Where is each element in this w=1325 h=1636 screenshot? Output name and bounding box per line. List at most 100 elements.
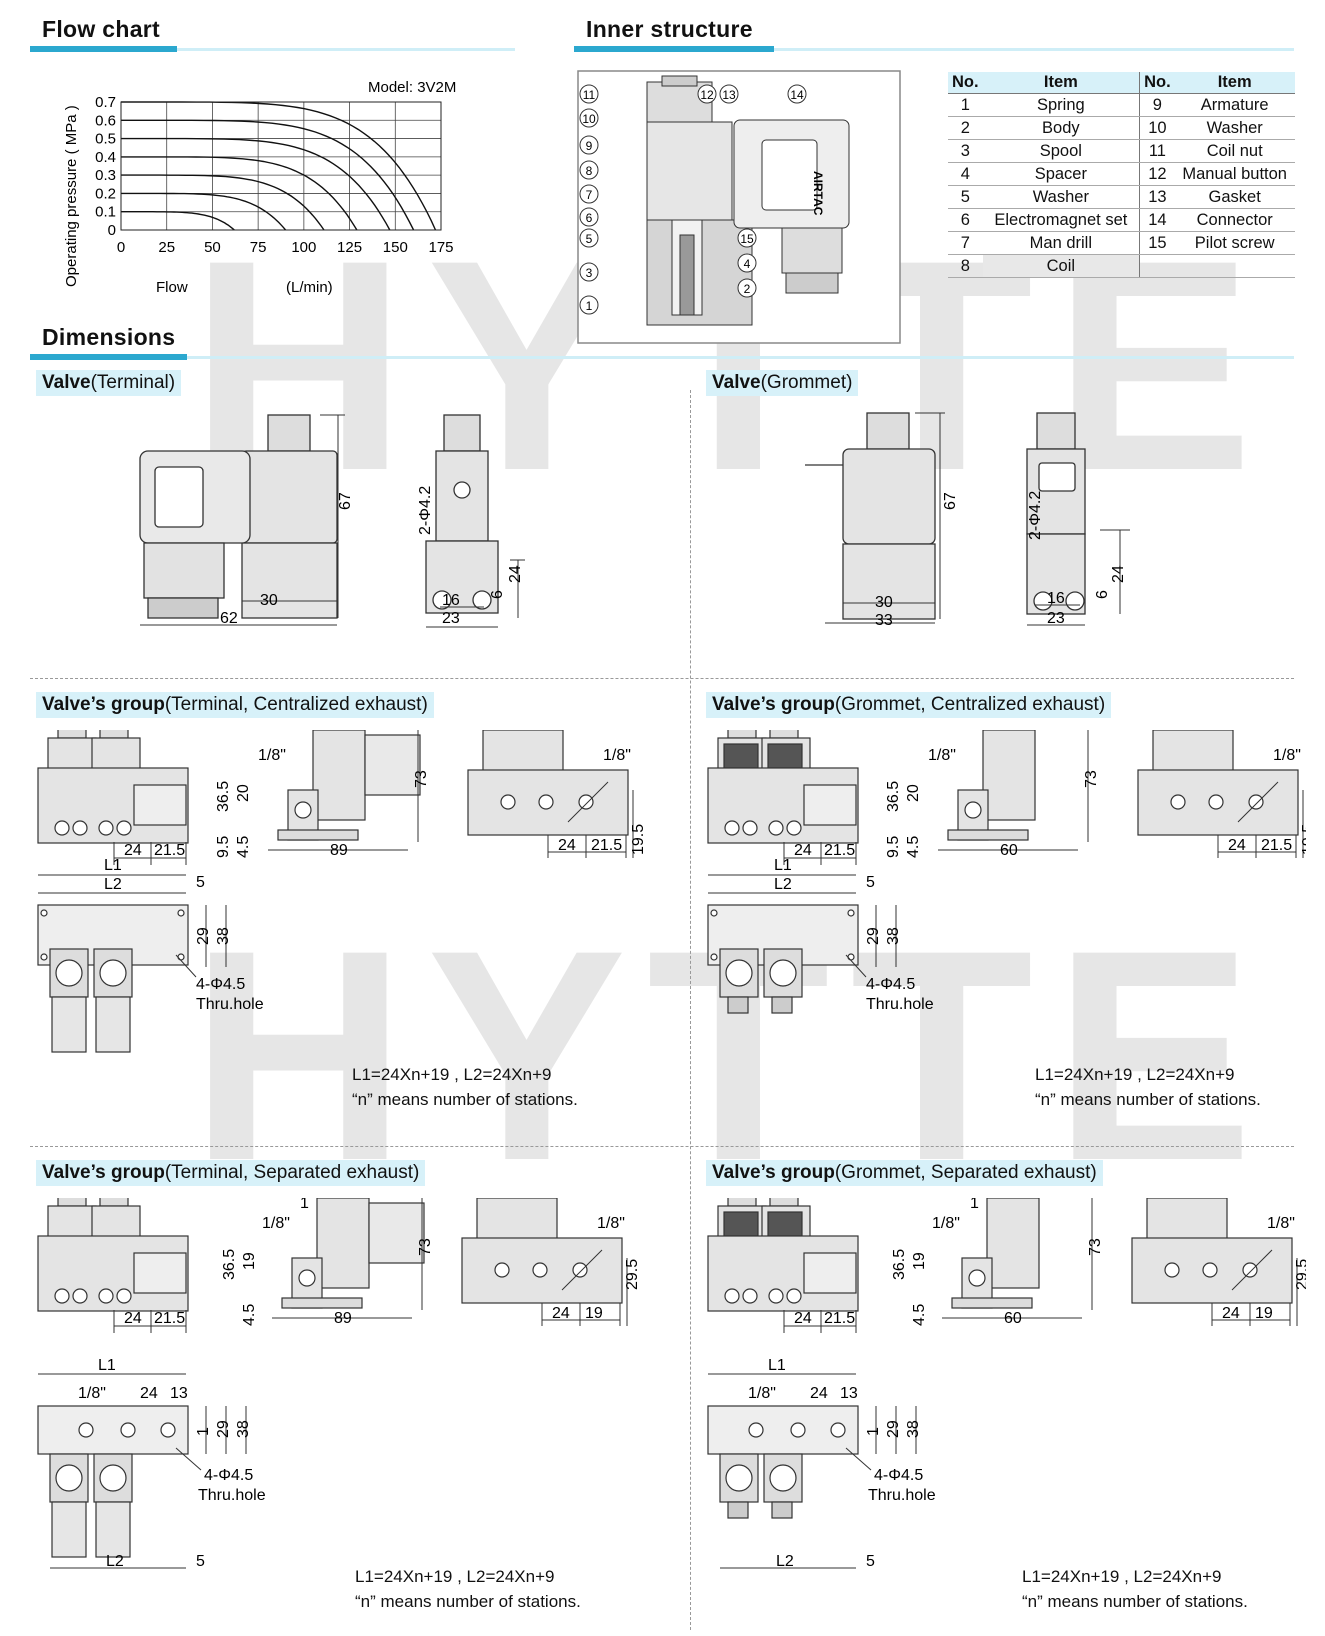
callout-circle [579,262,599,282]
dim-pitch: 21.5 [154,1310,185,1327]
sub-valve-terminal: Valve(Terminal) [36,370,182,396]
dim-pitch: 21.5 [591,837,622,854]
dim-port: 1/8" [932,1215,960,1232]
formula-gts: L1=24Xn+19 , L2=24Xn+9“n” means number o… [355,1567,581,1611]
vg-dim-23: 23 [1047,610,1065,627]
dim-pitch: 24 [810,1385,828,1402]
sub-group-grommet-separated: Valve’s group(Grommet, Separated exhaust… [706,1160,1103,1186]
callout-circle [579,84,599,104]
dim-height: 36.5 [891,1249,908,1280]
col-no-2: No. [1139,72,1175,94]
dim-height: 29 [215,1420,232,1438]
vt-dim-67: 67 [337,492,354,510]
dim-height: 19 [911,1252,928,1270]
vg-dim-33: 33 [875,612,893,629]
parts-cell: 6 [948,208,983,232]
parts-cell: Washer [1174,116,1295,140]
dim-thru: Thru.hole [866,996,934,1013]
dim-L1: L1 [768,1357,786,1374]
dimensions-title: Dimensions [42,324,176,350]
callout-number: 9 [586,139,593,153]
dim-port: 1/8" [597,1215,625,1232]
vt-dim-62: 62 [220,610,238,627]
parts-cell: Body [982,116,1140,140]
dim-height: 4.5 [905,836,922,858]
drawing-valve-terminal: 67 30 62 2-Φ4.2 24 6 16 23 [139,414,525,628]
divider-row1 [30,678,1294,679]
dim-height: 29 [195,927,212,945]
dim-port: 1/8" [603,747,631,764]
y-tick-label: 0.4 [95,149,116,166]
inner-structure-rule [574,46,1294,52]
dim-L1: L1 [98,1357,116,1374]
dim-height: 73 [1087,1238,1104,1256]
chart-title: Model: 3V2M [368,79,456,96]
dim-height: 73 [1083,770,1100,788]
dim-5: 5 [866,1553,875,1570]
parts-cell: Electromagnet set [982,208,1140,232]
dim-L2: L2 [776,1553,794,1570]
dim-hole: 4-Φ4.5 [196,976,245,993]
parts-cell: 11 [1139,139,1175,163]
dim-width: 89 [334,1310,352,1327]
dim-height: 73 [413,770,430,788]
dim-width: 60 [1004,1310,1022,1327]
dim-height: 19.5 [630,824,647,855]
formula-ggc: L1=24Xn+19 , L2=24Xn+9“n” means number o… [1035,1065,1261,1109]
vt-dim-30: 30 [260,592,278,609]
flow-curve-2 [121,137,391,231]
y-tick-label: 0.7 [95,94,116,111]
dim-height: 38 [905,1420,922,1438]
vg-dim-67: 67 [942,492,959,510]
parts-cell [1139,254,1175,278]
vt-dim-hole: 2-Φ4.2 [417,486,434,535]
callout-number: 12 [700,88,714,102]
parts-cell: 9 [1139,93,1175,117]
drawing-group-grommet-separated: 2421.5731/8"16136.5194.5601/8"241929.5L1… [707,1198,1306,1570]
parts-cell: Pilot screw [1174,231,1295,255]
dim-height: 36.5 [885,781,902,812]
vt-dim-6: 6 [489,590,506,599]
callout-circle [787,84,807,104]
parts-cell: 8 [948,254,983,278]
divider-row2 [30,1146,1294,1147]
sub-group-grommet-central: Valve’s group(Grommet, Centralized exhau… [706,692,1112,718]
y-tick-label: 0 [108,222,116,239]
flow-chart-title: Flow chart [42,16,161,42]
parts-cell: 3 [948,139,983,163]
dim-height: 38 [235,1420,252,1438]
vg-dim-24: 24 [1110,565,1127,583]
chart-xunit: (L/min) [286,279,333,296]
chart-xlabel: Flow [156,279,188,296]
dim-width: 89 [330,842,348,859]
dim-width: 1 [970,1198,979,1212]
dim-height: 73 [417,1238,434,1256]
x-tick-label: 175 [428,239,453,256]
dim-height: 38 [885,927,902,945]
callout-number: 11 [583,88,596,102]
parts-cell: 15 [1139,231,1175,255]
callout-circle [737,228,757,248]
callout-number: 14 [790,88,804,102]
dim-hole: 4-Φ4.5 [866,976,915,993]
callout-circle [579,108,599,128]
dim-port: 1/8" [748,1385,776,1402]
sub-valve-grommet: Valve(Grommet) [706,370,859,396]
callout-number: 5 [586,232,593,246]
callout-circle [579,228,599,248]
x-tick-label: 75 [250,239,267,256]
dim-port: 1/8" [258,747,286,764]
parts-cell: 13 [1139,185,1175,209]
callout-number: 1 [586,299,593,313]
y-tick-label: 0.5 [95,131,116,148]
flow-curve-6 [121,211,235,231]
dimensions-rule [30,354,1294,360]
drawing-group-terminal-separated: 2421.5731/8"16136.5194.5891/8"241929.5L1… [37,1198,641,1570]
vt-dim-24: 24 [507,565,524,583]
dim-pitch: 13 [840,1385,858,1402]
parts-cell: Spool [982,139,1140,163]
